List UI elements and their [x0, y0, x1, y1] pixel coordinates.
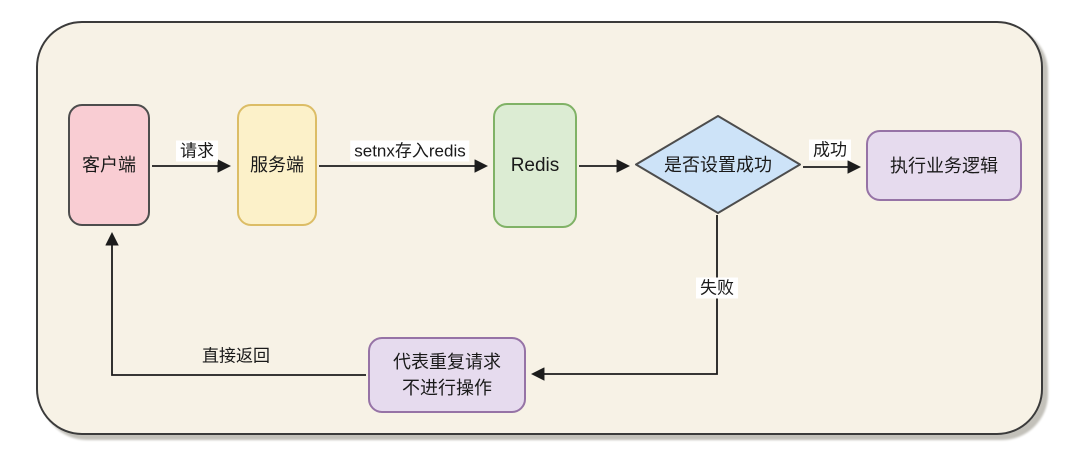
- edge-label-fail: 失败: [696, 277, 738, 299]
- diagram-frame: [36, 21, 1043, 435]
- node-server: 服务端: [237, 104, 317, 226]
- decision-diamond-shape: [635, 115, 801, 214]
- node-business: 执行业务逻辑: [866, 130, 1022, 201]
- node-decision-label: 是否设置成功: [664, 154, 772, 175]
- node-client: 客户端: [68, 104, 150, 226]
- edge-label-request: 请求: [176, 140, 218, 162]
- node-duplicate-label-line2: 不进行操作: [402, 378, 492, 398]
- node-client-label: 客户端: [82, 155, 136, 175]
- node-duplicate: 代表重复请求 不进行操作: [368, 337, 526, 413]
- node-decision: 是否设置成功: [634, 114, 802, 215]
- node-server-label: 服务端: [250, 155, 304, 175]
- node-business-label: 执行业务逻辑: [890, 155, 998, 176]
- node-redis: Redis: [493, 103, 577, 228]
- node-duplicate-label-line1: 代表重复请求: [393, 352, 501, 372]
- node-redis-label: Redis: [510, 154, 560, 176]
- edge-label-success: 成功: [809, 139, 851, 161]
- edge-label-return: 直接返回: [202, 346, 270, 366]
- edge-label-setnx: setnx存入redis: [350, 140, 470, 162]
